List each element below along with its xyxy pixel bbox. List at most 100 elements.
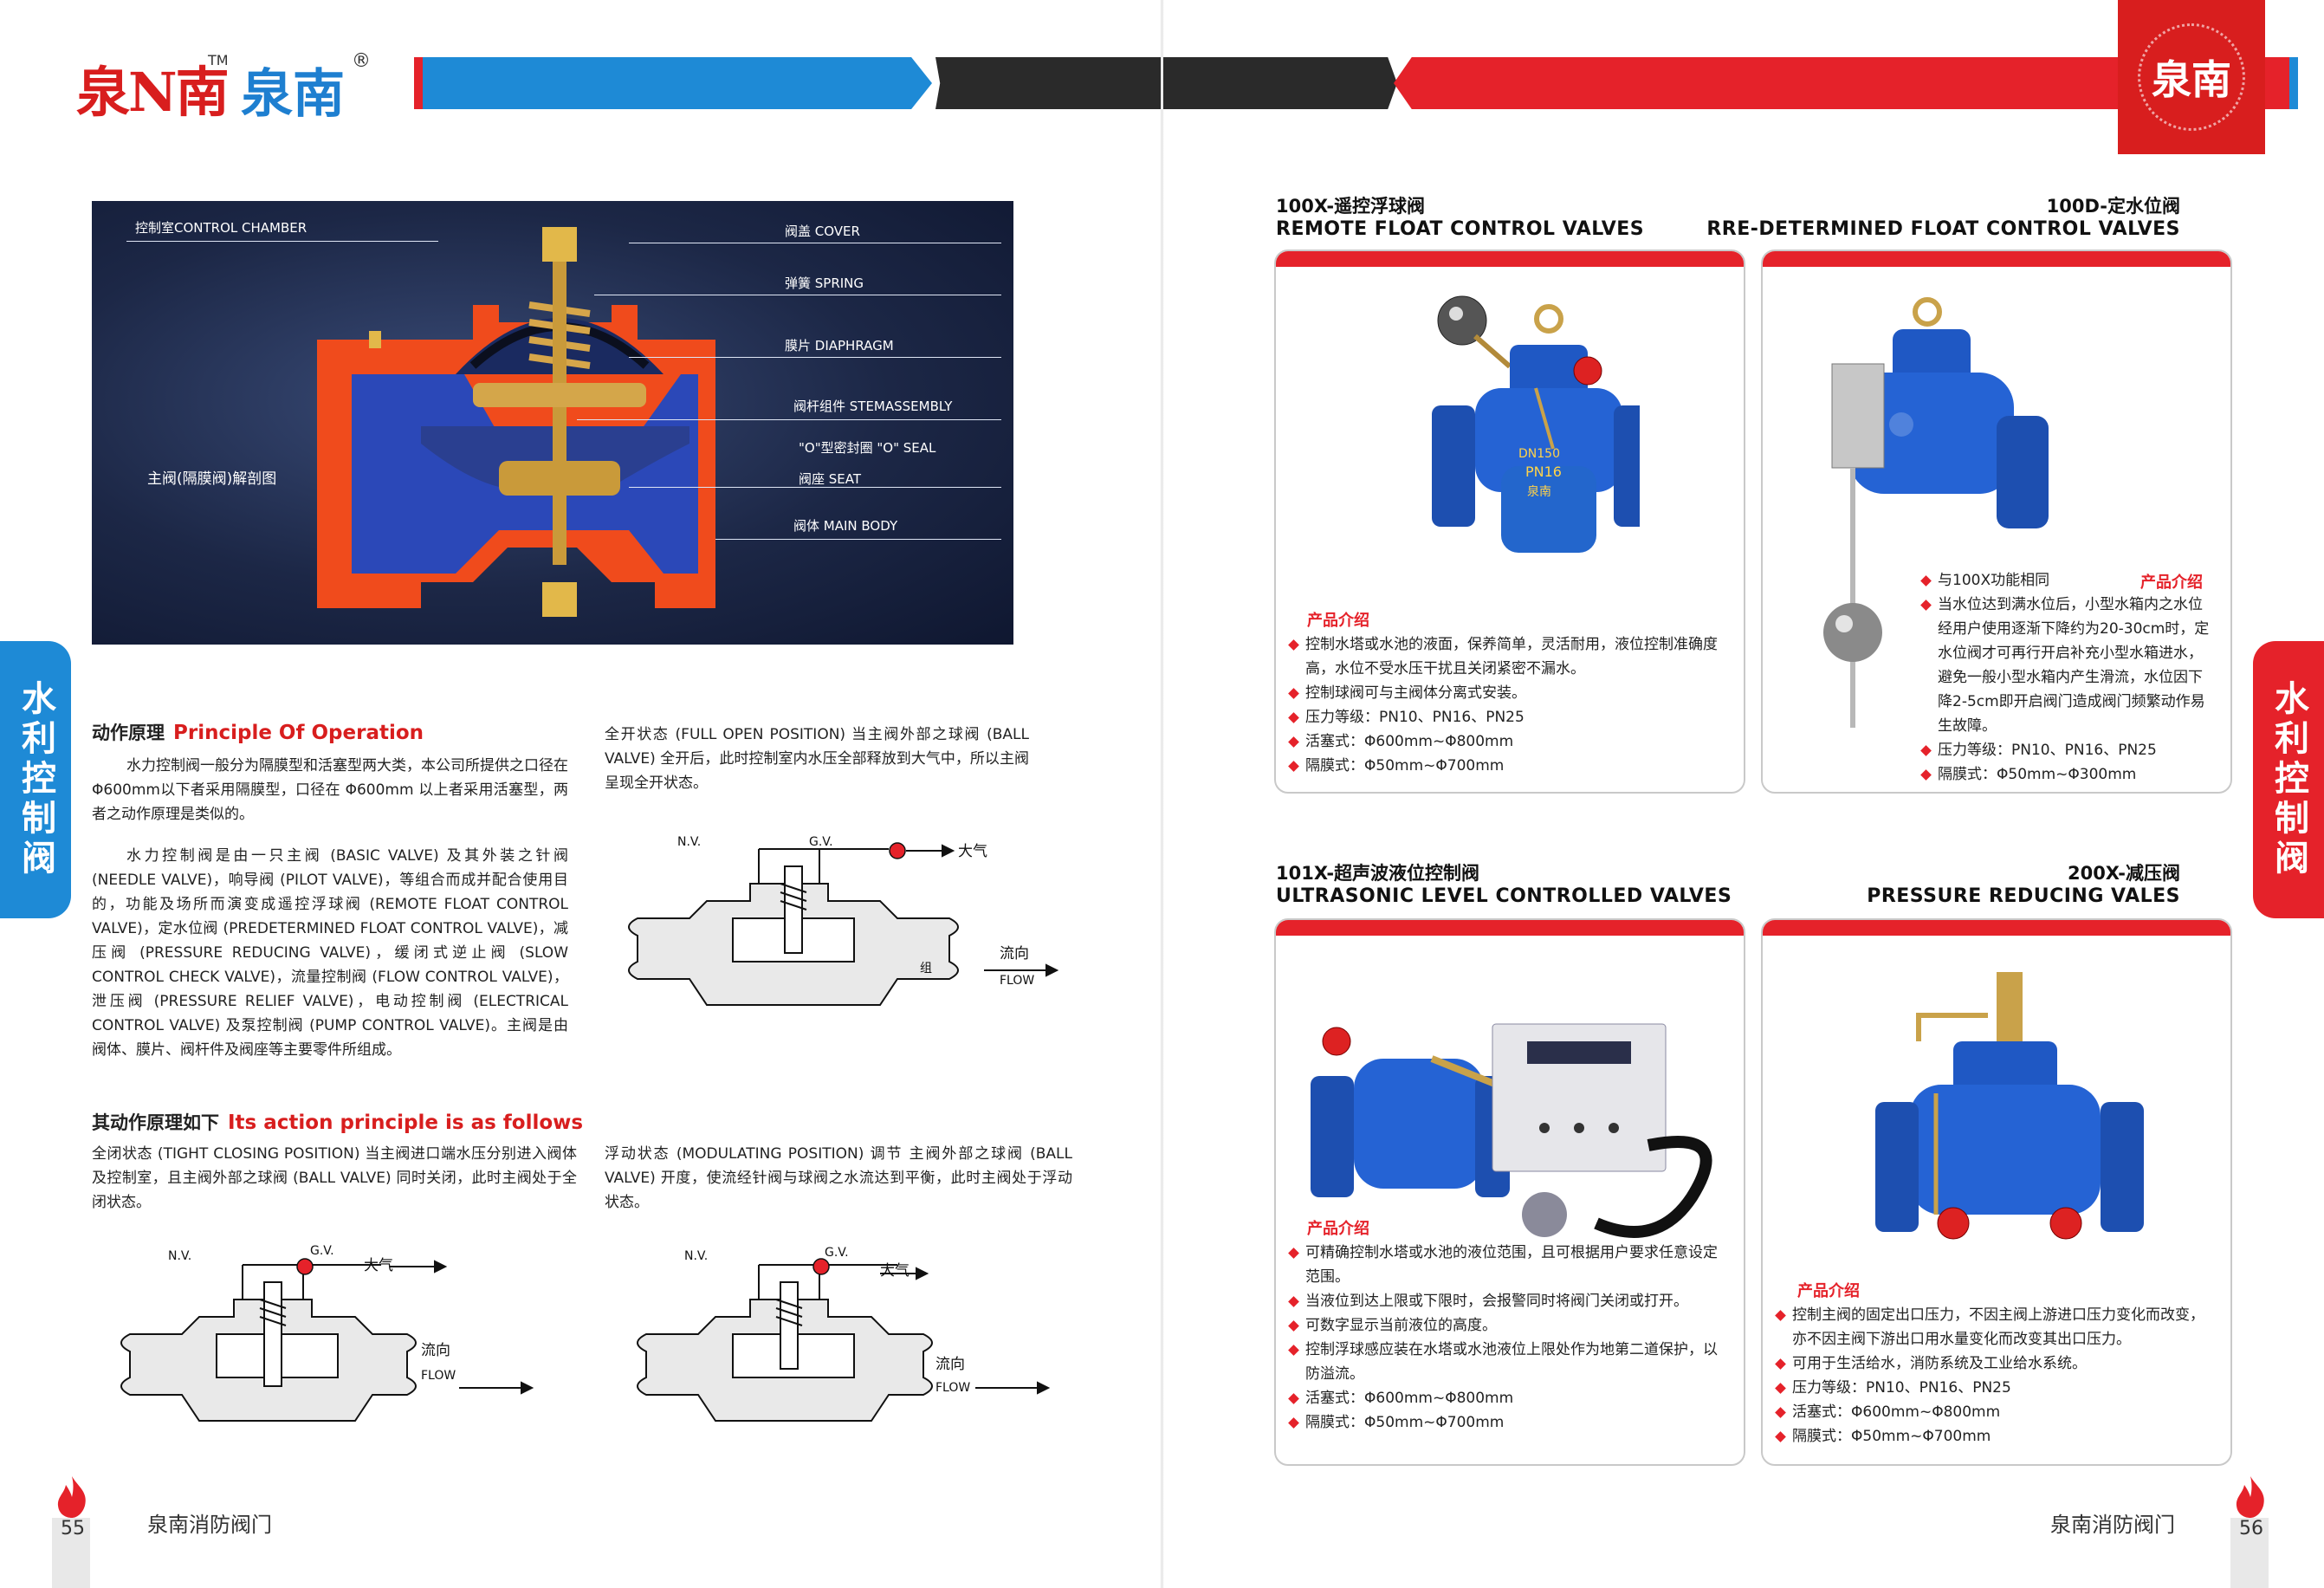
product-3-bullet: 可数字显示当前液位的高度。 (1288, 1313, 1730, 1338)
product-3-bullet: 控制浮球感应装在水塔或水池液位上限处作为地第二道保护，以防溢流。 (1288, 1338, 1730, 1386)
product-4-bullet: 压力等级：PN10、PN16、PN25 (1775, 1376, 2217, 1400)
product-2-bullet: 隔膜式：Φ50mm~Φ300mm (1920, 762, 2215, 787)
diagram-label-nv: N.V. (168, 1249, 191, 1263)
diagram-label-flow-en: FLOW (935, 1381, 970, 1395)
product-2-bullet: 与100X功能相同 (1920, 568, 2215, 593)
product-4-bullet: 隔膜式：Φ50mm~Φ700mm (1775, 1424, 2217, 1449)
logo-tm: TM (208, 52, 229, 68)
valve-brand: 泉南 (1527, 484, 1551, 499)
page-number-right: 56 (2239, 1518, 2263, 1539)
product-3-bullet: 活塞式：Φ600mm~Φ800mm (1288, 1386, 1730, 1410)
footer-text-right: 泉南消防阀门 (2050, 1513, 2175, 1537)
product-3-bullets: 可精确控制水塔或水池的液位范围，且可根据用户要求任意设定范围。 当液位到达上限或… (1288, 1241, 1730, 1435)
product-1-title-en: REMOTE FLOAT CONTROL VALVES (1276, 218, 1645, 240)
product-2-bullet: 压力等级：PN10、PN16、PN25 (1920, 738, 2215, 762)
label-main-section: 主阀(隔膜阀)解剖图 (147, 470, 277, 488)
header-bar-red-stub (414, 57, 423, 109)
product-2-title-en: RRE-DETERMINED FLOAT CONTROL VALVES (1706, 218, 2180, 240)
flame-icon (2236, 1476, 2264, 1518)
principle-heading: 动作原理 Principle Of Operation (92, 719, 424, 745)
label-control-chamber: 控制室CONTROL CHAMBER (135, 220, 307, 236)
logo-text: 泉南 (241, 64, 345, 125)
diagram-label-flow-en: FLOW (421, 1369, 456, 1383)
footer-text-left: 泉南消防阀门 (147, 1513, 272, 1537)
footer-side-strip-right (2230, 1518, 2269, 1588)
label-o-seal: "O"型密封圈 "O" SEAL (799, 440, 936, 456)
product-1-bullet: 活塞式：Φ600mm~Φ800mm (1288, 729, 1730, 754)
product-1-bullets: 控制水塔或水池的液面，保养简单，灵活耐用，液位控制准确度高，水位不受水压干扰且关… (1288, 632, 1730, 778)
product-4-title: 200X-减压阀 PRESSURE REDUCING VALES (1867, 859, 2180, 907)
full-open-text: 全开状态 (FULL OPEN POSITION) 当主阀外部之球阀 (BALL… (605, 726, 1029, 792)
label-stem-assembly: 阀杆组件 STEMASSEMBLY (793, 399, 953, 414)
product-4-image (1875, 972, 2144, 1240)
product-4-intro: 产品介绍 (1797, 1282, 1860, 1300)
label-seat: 阀座 SEAT (799, 471, 862, 487)
product-3-title-cn: 101X-超声波液位控制阀 (1276, 863, 1480, 884)
left-page: 泉N南 TM 泉南 ® 水利控制阀 (0, 0, 1162, 1588)
product-1-bullet: 控制球阀可与主阀体分离式安装。 (1288, 681, 1730, 705)
logo-registered: ® (352, 50, 371, 72)
right-page: 泉南 水利控制阀 100X-遥控浮球阀 REMOTE FLOAT CONTROL… (1163, 0, 2324, 1588)
diagram-full-open: N.V. G.V. 大气 流向 FLOW 组 (628, 835, 1059, 1006)
diagram-label-gv: G.V. (310, 1244, 334, 1258)
product-4-bullets: 控制主阀的固定出口压力，不因主阀上游进口压力变化而改变，亦不因主阀下游出口用水量… (1775, 1303, 2217, 1449)
product-2-image (1823, 297, 2049, 728)
product-1-card: DN150 PN16 泉南 产品介绍 控制水塔或水池的液面，保养简单，灵活耐用，… (1274, 250, 1745, 794)
diagram-label-flow-cn: 流向 (935, 1356, 965, 1373)
header-bar-blue (414, 57, 932, 109)
diagram-label-gv: G.V. (809, 835, 833, 849)
action-heading-en: Its action principle is as follows (228, 1112, 584, 1134)
product-1-intro: 产品介绍 (1307, 612, 1369, 630)
page-number-left: 55 (61, 1518, 85, 1539)
diagram-label-nv: N.V. (677, 835, 701, 849)
diagram-label-flow-en: FLOW (1000, 974, 1034, 988)
product-4-bullet: 活塞式：Φ600mm~Φ800mm (1775, 1400, 2217, 1424)
diagram-modulating: N.V. G.V. 大气 流向 FLOW (637, 1246, 1051, 1422)
product-2-title: 100D-定水位阀 RRE-DETERMINED FLOAT CONTROL V… (1706, 192, 2180, 240)
header-bar-dark-right (1163, 57, 1397, 109)
label-spring: 弹簧 SPRING (785, 275, 864, 291)
side-tab-left: 水利控制阀 (0, 641, 71, 918)
product-2-bullets: 与100X功能相同 当水位达到满水位后，小型水箱内之水位经用户使用逐渐下降约为2… (1920, 568, 2215, 787)
product-4-bullet: 控制主阀的固定出口压力，不因主阀上游进口压力变化而改变，亦不因主阀下游出口用水量… (1775, 1303, 2217, 1351)
diagram-label-gv: G.V. (825, 1246, 849, 1260)
brand-logo: 泉N南 TM 泉南 ® (76, 49, 371, 125)
valve-pn: PN16 (1525, 463, 1562, 480)
product-3-title-en: ULTRASONIC LEVEL CONTROLLED VALVES (1276, 885, 1732, 907)
badge-circle: 泉南 (2138, 23, 2245, 131)
diagram-tight-closing: N.V. G.V. 大气 流向 FLOW (120, 1244, 534, 1422)
logo-mark: 泉N南 (76, 61, 230, 124)
diagram-label-flow-cn: 流向 (421, 1342, 450, 1359)
product-1-title-cn: 100X-遥控浮球阀 (1276, 196, 1426, 217)
label-diaphragm: 膜片 DIAPHRAGM (785, 338, 894, 353)
product-3-image (1311, 1023, 1712, 1238)
product-3-bullet: 隔膜式：Φ50mm~Φ700mm (1288, 1410, 1730, 1435)
gate-valve-icon (296, 1258, 314, 1275)
side-tab-right: 水利控制阀 (2253, 641, 2324, 918)
principle-heading-en: Principle Of Operation (173, 722, 424, 744)
product-2-bullet: 当水位达到满水位后，小型水箱内之水位经用户使用逐渐下降约为20-30cm时，定水… (1920, 593, 2215, 738)
product-4-title-en: PRESSURE REDUCING VALES (1867, 885, 2180, 907)
product-1-title: 100X-遥控浮球阀 REMOTE FLOAT CONTROL VALVES (1276, 192, 1644, 240)
product-4-bullet: 可用于生活给水，消防系统及工业给水系统。 (1775, 1351, 2217, 1376)
product-1-image: DN150 PN16 泉南 (1432, 295, 1640, 553)
spine-fold (1161, 0, 1163, 1588)
gate-valve-icon (889, 842, 906, 859)
label-cover: 阀盖 COVER (785, 224, 860, 239)
diagram-label-nv: N.V. (684, 1249, 708, 1263)
product-3-intro: 产品介绍 (1307, 1220, 1369, 1238)
badge-text: 泉南 (2152, 56, 2231, 103)
product-3-bullet: 当液位到达上限或下限时，会报警同时将阀门关闭或打开。 (1288, 1289, 1730, 1313)
product-2-intro: 产品介绍 (2140, 574, 2203, 592)
principle-paragraph-1: 水力控制阀一般分为隔膜型和活塞型两大类，本公司所提供之口径在Φ600mm以下者采… (92, 757, 568, 823)
flame-icon (57, 1476, 86, 1518)
principle-heading-cn: 动作原理 (92, 723, 165, 743)
header-bar-dark (935, 57, 1162, 109)
cutaway-illustration (317, 227, 715, 617)
product-4-title-cn: 200X-减压阀 (2067, 863, 2180, 884)
brand-badge: 泉南 (2118, 0, 2265, 154)
product-1-bullet: 隔膜式：Φ50mm~Φ700mm (1288, 754, 1730, 778)
product-3-title: 101X-超声波液位控制阀 ULTRASONIC LEVEL CONTROLLE… (1276, 859, 1732, 907)
product-1-bullet: 控制水塔或水池的液面，保养简单，灵活耐用，液位控制准确度高，水位不受水压干扰且关… (1288, 632, 1730, 681)
